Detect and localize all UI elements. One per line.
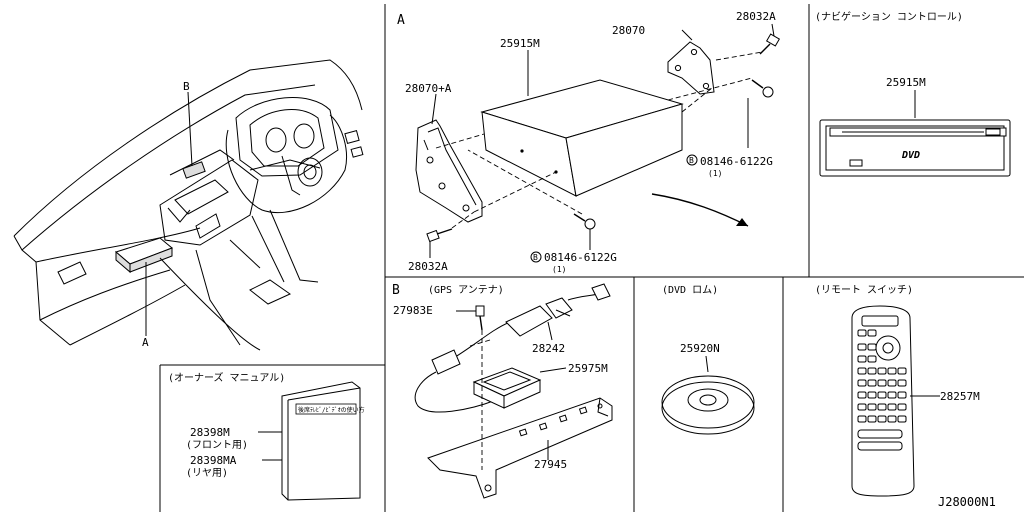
navigation-unit-25915m xyxy=(480,79,684,197)
remote-button xyxy=(897,403,907,411)
label-08146-bottom-qty: (1) xyxy=(552,265,566,274)
remote-button xyxy=(867,329,877,337)
nav-control-faceplate xyxy=(819,119,1011,177)
remote-button xyxy=(857,343,867,351)
leader-28032a-top xyxy=(771,23,775,37)
bolt-marker-right-letter: B xyxy=(689,156,694,165)
remote-button xyxy=(877,391,887,399)
remote-button xyxy=(897,415,907,423)
label-28398m: 28398M xyxy=(190,426,230,439)
label-08146-bottom: 08146-6122G xyxy=(544,251,617,264)
bolt-right-08146 xyxy=(751,79,774,98)
assembly-lines-a xyxy=(435,51,763,229)
remote-button xyxy=(887,367,897,375)
bolt-marker-right xyxy=(686,154,698,166)
label-28070a: 28070+A xyxy=(405,82,452,95)
dashboard-callout-a: A xyxy=(142,336,149,349)
remote-switch-header: (リモート スイッチ) xyxy=(815,284,913,296)
gps-antenna-25975m xyxy=(472,367,542,409)
gps-cable-28242 xyxy=(414,283,611,413)
label-28032a-top: 28032A xyxy=(736,10,776,23)
leader-25975m xyxy=(539,367,567,373)
bracket-right-28070 xyxy=(667,41,715,95)
gps-screw-27983e xyxy=(475,305,485,331)
label-28070: 28070 xyxy=(612,24,645,37)
remote-button xyxy=(887,403,897,411)
remote-button xyxy=(867,391,877,399)
dvd-rom-header: (DVD ロム) xyxy=(662,284,718,296)
remote-button xyxy=(857,367,867,375)
remote-button xyxy=(877,379,887,387)
owners-manual-header: (オーナーズ マニュアル) xyxy=(168,371,285,384)
remote-button xyxy=(857,355,867,363)
label-rear-use: (リヤ用) xyxy=(186,468,228,479)
label-08146-right-qty: (1) xyxy=(708,169,722,178)
leader-25920n xyxy=(705,355,709,373)
remote-button xyxy=(887,391,897,399)
leader-line-b xyxy=(187,91,193,167)
remote-button xyxy=(887,379,897,387)
dashboard-illustration xyxy=(13,59,364,351)
label-front-use: (フロント用) xyxy=(186,440,248,451)
remote-button xyxy=(877,403,887,411)
label-08146-right: 08146-6122G xyxy=(700,155,773,168)
label-27983e: 27983E xyxy=(393,304,433,317)
screw-top-28032a xyxy=(759,33,781,55)
bolt-marker-bottom xyxy=(530,251,542,263)
nav-control-header: (ナビゲーション コントロール) xyxy=(815,11,963,23)
label-25915m-nav: 25915M xyxy=(886,76,926,89)
remote-button xyxy=(867,403,877,411)
remote-button xyxy=(867,379,877,387)
assembly-lines-b xyxy=(469,330,491,470)
dashboard-callout-b: B xyxy=(183,80,190,93)
label-28242: 28242 xyxy=(532,342,565,355)
remote-button xyxy=(877,415,887,423)
remote-button xyxy=(867,355,877,363)
remote-button xyxy=(857,391,867,399)
dvd-logo-icon: DVD xyxy=(901,150,920,161)
remote-control xyxy=(851,305,915,497)
orientation-arrow xyxy=(651,193,749,227)
remote-button xyxy=(857,403,867,411)
label-25920n: 25920N xyxy=(680,342,720,355)
owners-manual-book xyxy=(281,381,361,501)
leader-28242 xyxy=(547,321,553,341)
remote-button xyxy=(897,391,907,399)
bolt-marker-bottom-letter: B xyxy=(533,253,538,262)
remote-button xyxy=(867,367,877,375)
remote-button xyxy=(877,367,887,375)
panel-borders xyxy=(159,4,1024,512)
remote-button xyxy=(857,329,867,337)
bracket-left-28070a xyxy=(415,119,483,223)
label-25915m-a: 25915M xyxy=(500,37,540,50)
section-b-letter: B xyxy=(392,283,400,298)
diagram-code: J28000N1 xyxy=(938,495,996,509)
screw-bottom-28032a xyxy=(426,228,453,243)
leader-28070 xyxy=(681,29,693,41)
remote-button xyxy=(867,415,877,423)
gps-bracket-27945 xyxy=(427,397,613,499)
gps-antenna-header: (GPS アンテナ) xyxy=(428,284,504,296)
label-28032a-bottom: 28032A xyxy=(408,260,448,273)
label-28257m: 28257M xyxy=(940,390,980,403)
bolt-bottom-08146 xyxy=(573,213,596,230)
label-28398ma: 28398MA xyxy=(190,454,237,467)
remote-button xyxy=(857,415,867,423)
remote-button xyxy=(857,379,867,387)
remote-button xyxy=(887,415,897,423)
remote-button xyxy=(897,367,907,375)
dvd-disc xyxy=(661,375,755,435)
label-25975m: 25975M xyxy=(568,362,608,375)
leader-28070a xyxy=(431,93,437,125)
remote-button xyxy=(867,343,877,351)
label-27945: 27945 xyxy=(534,458,567,471)
remote-button xyxy=(897,379,907,387)
manual-cover-title: 後席ﾃﾚﾋﾞ/ﾋﾞﾃﾞｵの使い方 xyxy=(298,406,365,414)
section-a-letter: A xyxy=(397,13,405,28)
